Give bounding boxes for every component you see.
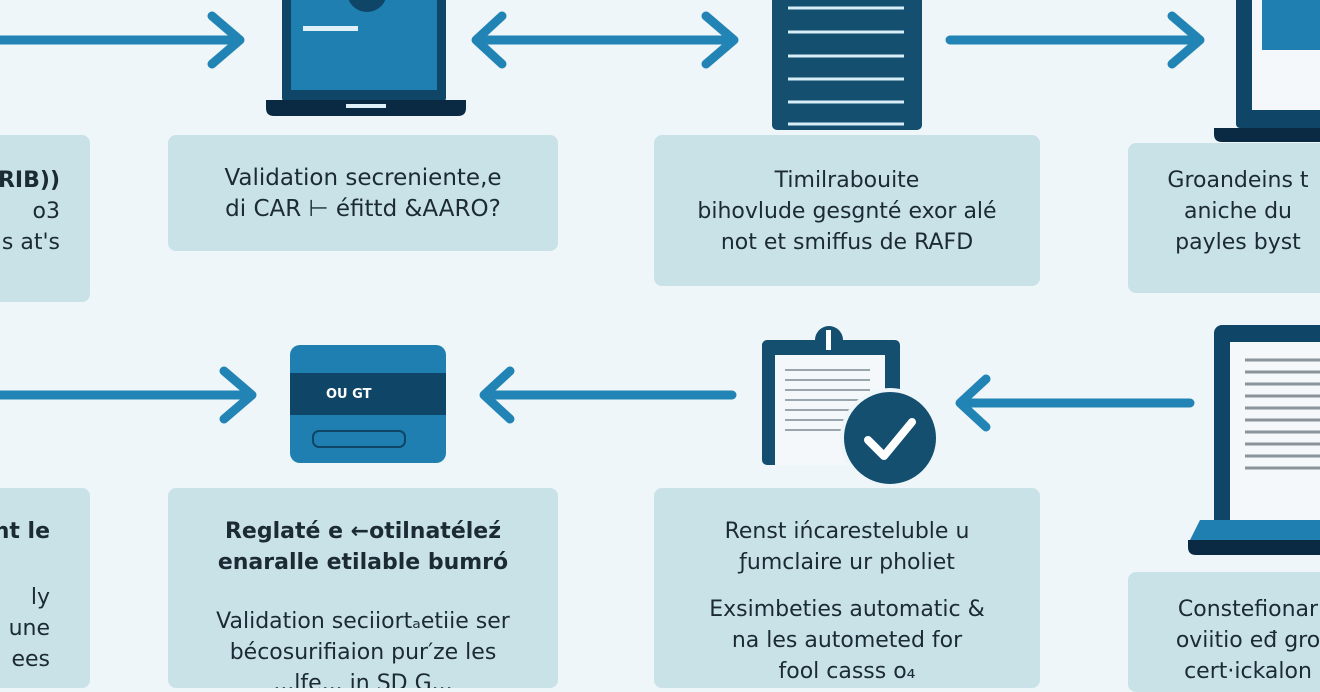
card-text: na les autometed for <box>731 628 963 653</box>
card-title: Renst ińcaresteluble u <box>724 519 970 544</box>
card-text: aniche du <box>1183 199 1292 224</box>
card-text: oviitio eđ gro <box>1175 628 1320 653</box>
card-text: ...lfe... in SD G... <box>273 671 453 688</box>
card-text: Validation seciiortₐetiie ser <box>216 609 510 634</box>
laptop-icon <box>1214 0 1320 142</box>
card-text: fool casss o₄ <box>778 659 916 684</box>
arrow-right-icon <box>0 11 1205 432</box>
step-card: (RIB)) o3 s at's <box>0 135 90 302</box>
card-text: Timilrabouite <box>774 168 920 193</box>
card-text: s at's <box>1 230 60 255</box>
step-card: Timilrabouite bihovlude gesgnté exor alé… <box>654 135 1040 286</box>
card-text: payles byst <box>1175 230 1301 255</box>
laptop-icon <box>1188 325 1320 555</box>
step-card: Reglaté e ←otilnatéleź enaralle etilable… <box>168 488 558 688</box>
step-card: Constefionar oviitio eđ gro cert·ickalon <box>1128 572 1320 692</box>
step-card: nt le ly une ees <box>0 488 90 688</box>
card-text: bihovlude gesgnté exor alé <box>697 199 997 224</box>
card-text: Validation secreniente,e <box>224 165 502 191</box>
card-text: o3 <box>32 199 60 224</box>
card-text: ly <box>30 585 50 610</box>
step-card: Groandeins t aniche du payles byst <box>1128 143 1320 293</box>
card-text: cert·ickalon <box>1184 659 1312 684</box>
card-title: ƒumclaire ur pholiet <box>739 550 955 575</box>
card-title: enaralle etilable bumró <box>217 550 509 575</box>
clipboard-check-icon <box>762 326 940 488</box>
card-text: bécosurifiaion pur′ze les <box>229 640 497 665</box>
card-text: Groandeins t <box>1167 168 1309 193</box>
card-text: di CAR ⊢ éfittd &AARO? <box>225 196 501 222</box>
card-text: not et smiffus de RAFD <box>720 230 974 255</box>
document-icon <box>772 0 922 130</box>
laptop-icon <box>266 0 466 116</box>
card-label: OU GT <box>326 387 372 402</box>
card-text: Constefionar <box>1177 597 1319 622</box>
card-title: Reglaté e ←otilnatéleź <box>224 519 502 544</box>
card-title: nt le <box>0 519 50 544</box>
step-card: Validation secreniente,e di CAR ⊢ éfittd… <box>168 135 558 251</box>
card-text: (RIB)) <box>0 168 60 193</box>
step-card: Renst ińcaresteluble u ƒumclaire ur phol… <box>654 488 1040 688</box>
card-text: Exsimbeties automatic & <box>709 597 985 622</box>
card-text: une <box>8 616 50 641</box>
card-text: ees <box>11 647 50 672</box>
card-reader-icon: OU GT <box>290 345 446 463</box>
